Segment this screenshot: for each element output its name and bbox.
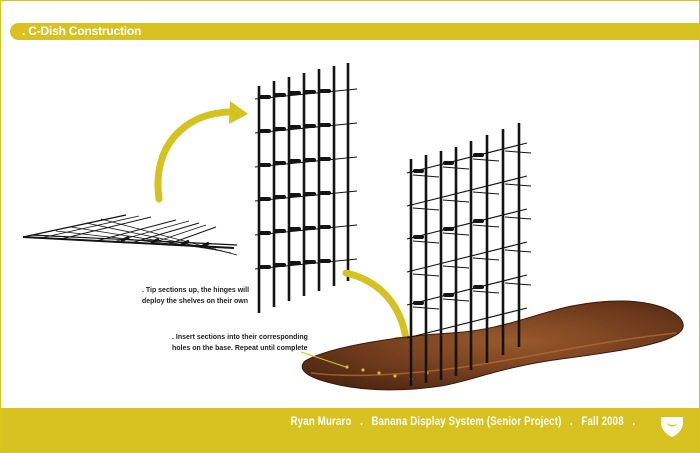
flat-rack xyxy=(22,214,238,256)
step2-caption: . Insert sections into their correspondi… xyxy=(172,331,308,353)
step1-line2: deploy the shelves on their own xyxy=(142,296,248,305)
step1-caption: . Tip sections up, the hinges will deplo… xyxy=(142,284,249,306)
step2-line1: . Insert sections into their correspondi… xyxy=(172,332,308,341)
upright-rack xyxy=(254,63,358,313)
step1-line1: . Tip sections up, the hinges will xyxy=(142,285,250,294)
banana-logo-icon xyxy=(661,417,683,437)
assembled-rack xyxy=(406,123,532,386)
step2-line2: holes on the base. Repeat until complete xyxy=(172,343,308,352)
page-title: . C-Dish Construction xyxy=(22,24,142,38)
title-bar: . C-Dish Construction xyxy=(10,23,699,40)
wood-base xyxy=(300,300,684,391)
footer-credit: Ryan Muraro . Banana Display System (Sen… xyxy=(290,416,635,428)
arrow-tip-up xyxy=(154,101,248,203)
footer-bar: Ryan Muraro . Banana Display System (Sen… xyxy=(1,408,699,452)
